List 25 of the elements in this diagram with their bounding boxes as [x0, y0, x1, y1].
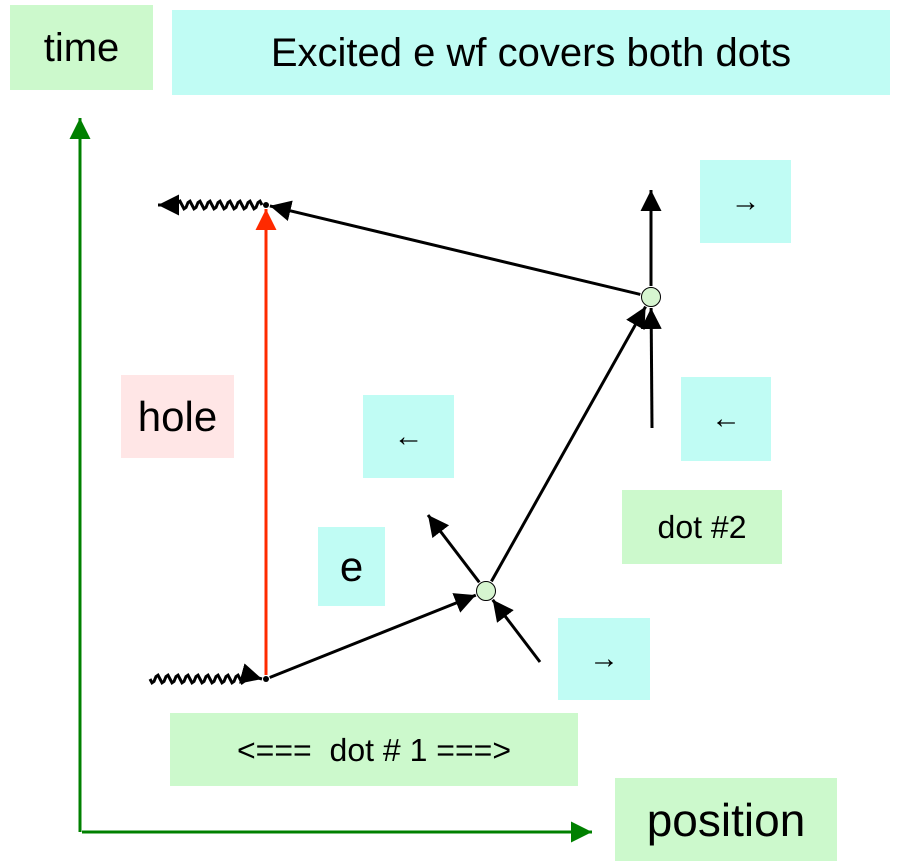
- arrow: [270, 200, 641, 296]
- arrow: [269, 593, 476, 679]
- title-banner: Excited e wf covers both dots: [172, 10, 890, 95]
- axis-label: position: [615, 778, 837, 861]
- wavy-arrow: [148, 663, 262, 685]
- arrow: [426, 514, 480, 584]
- particle-label: e: [318, 527, 385, 606]
- arrow: [490, 306, 647, 582]
- arrow: [640, 308, 662, 428]
- axis-label: time: [10, 5, 153, 90]
- direction-label: ←: [681, 377, 771, 461]
- direction-label: ←: [363, 395, 454, 478]
- arrow: [492, 598, 542, 663]
- vertex-circle: [641, 287, 661, 307]
- vertex-dot: [263, 676, 269, 682]
- wavy-arrow: [158, 194, 264, 216]
- direction-label: →: [558, 618, 650, 700]
- dot-label: dot #2: [622, 490, 782, 564]
- direction-label: →: [700, 160, 791, 243]
- vertex-circle: [476, 581, 496, 601]
- vertex-dot: [263, 202, 269, 208]
- arrow: [640, 190, 662, 286]
- dot-label: <=== dot # 1 ===>: [170, 713, 578, 786]
- hole-label: hole: [121, 375, 234, 458]
- arrow: [256, 209, 276, 675]
